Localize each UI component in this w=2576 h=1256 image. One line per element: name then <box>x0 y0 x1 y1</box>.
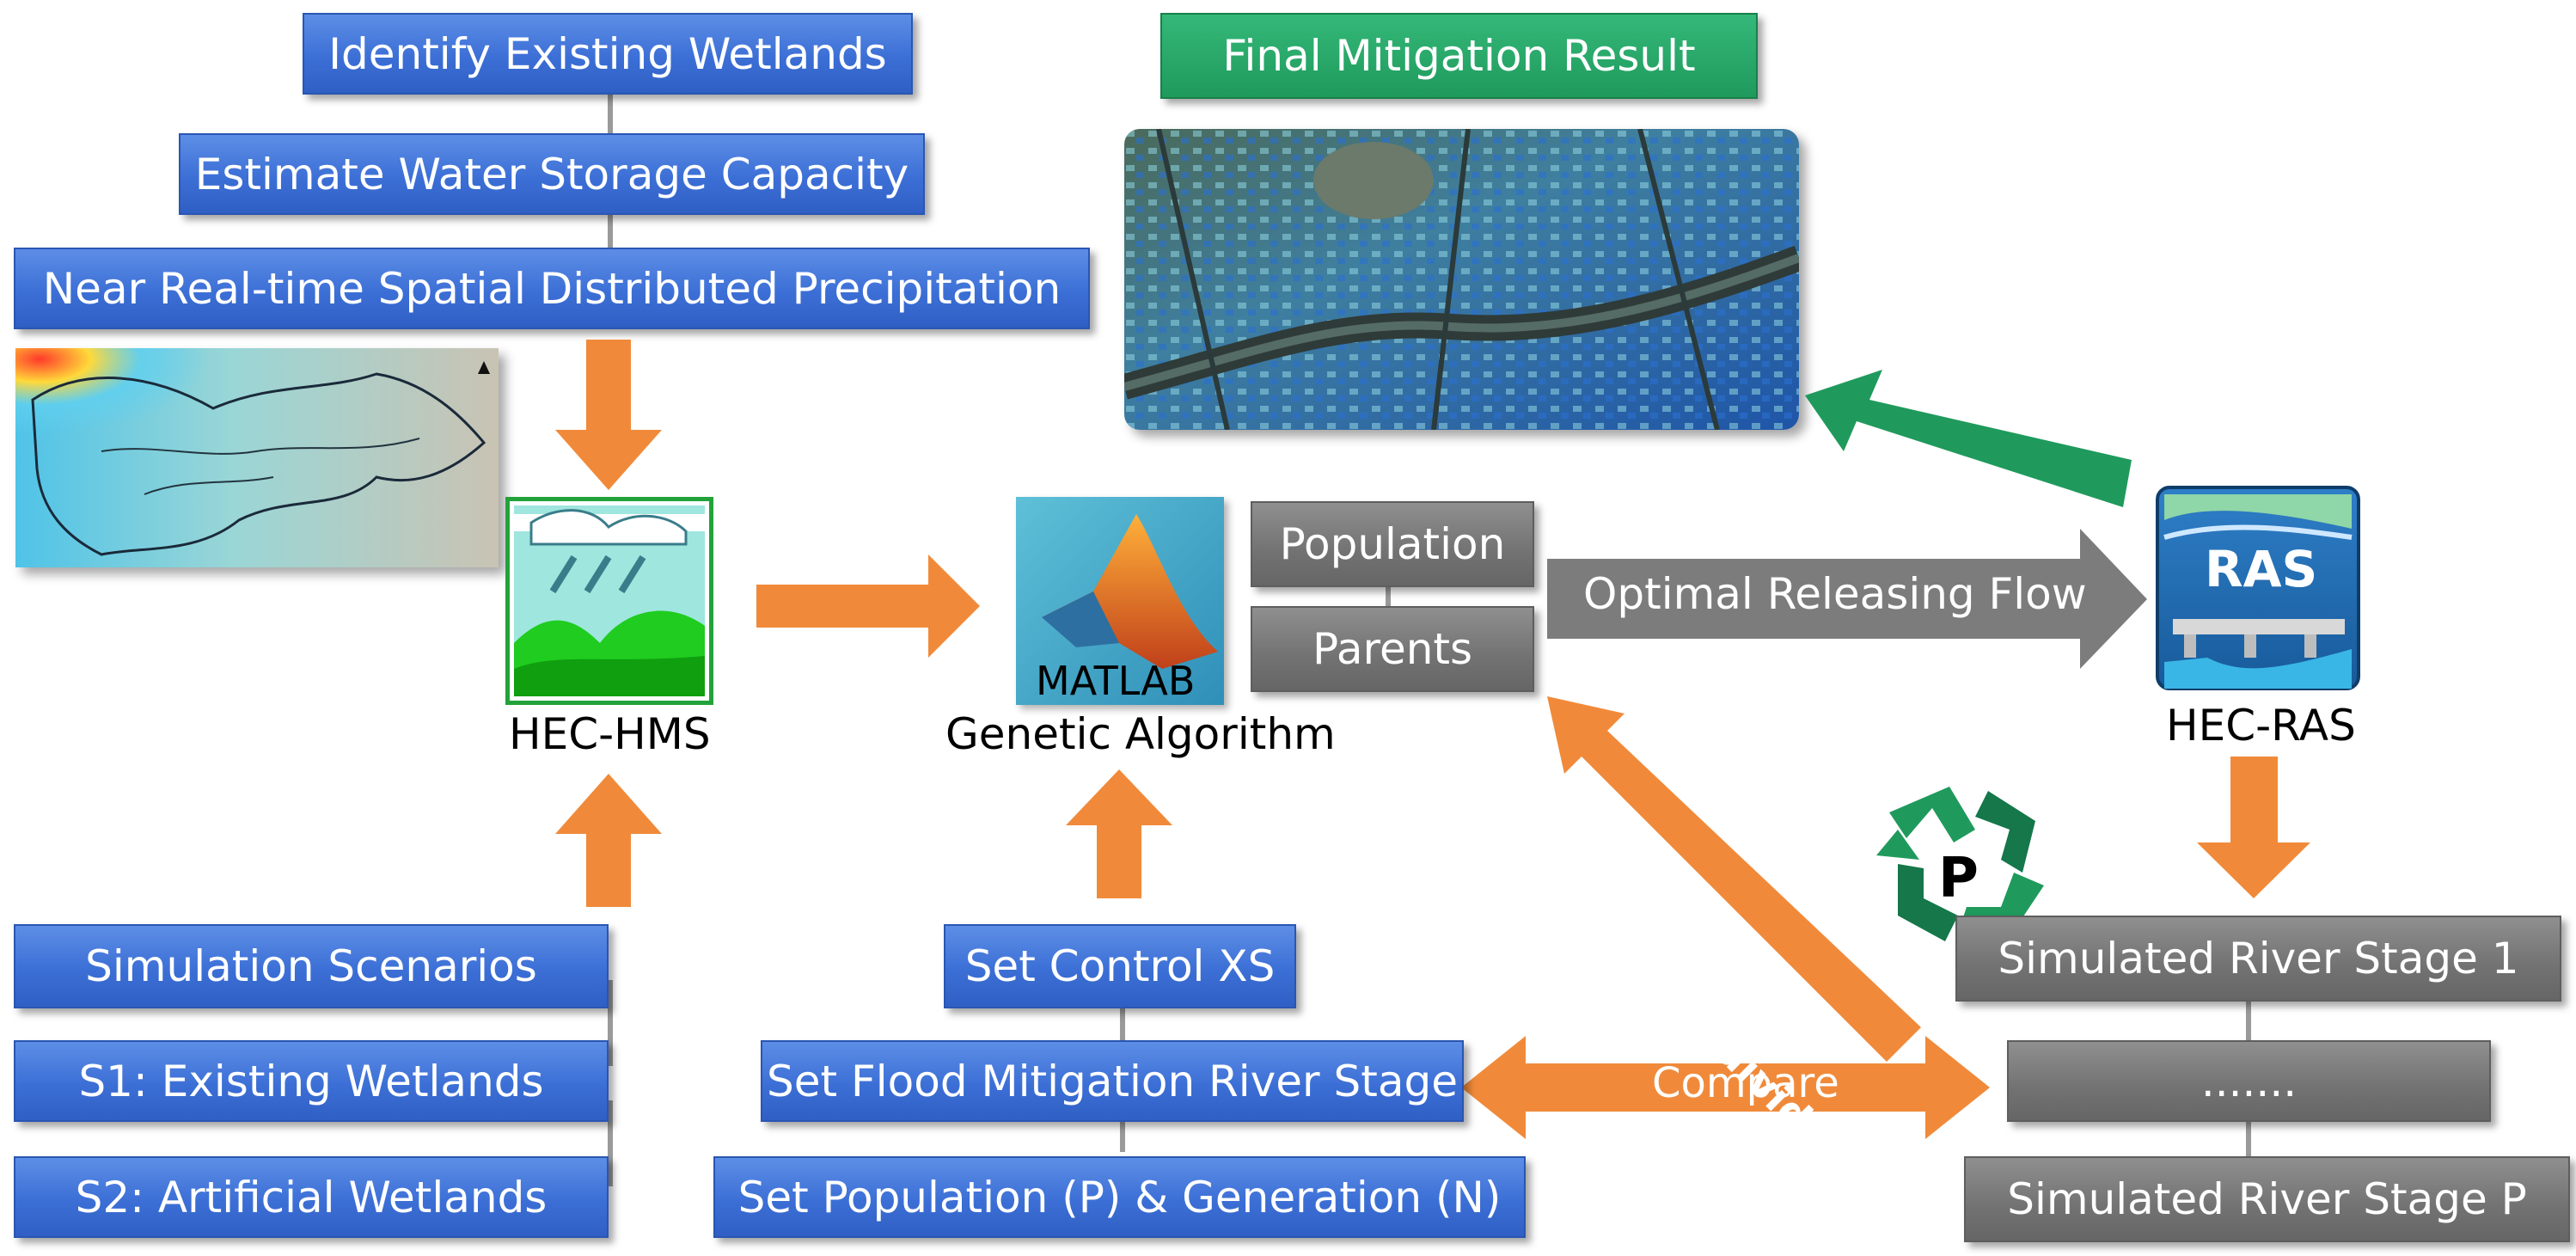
hec-ras-icon <box>2156 486 2360 690</box>
hec-hms-icon <box>505 496 714 706</box>
set-control-xs-box: Set Control XS <box>944 924 1296 1008</box>
set-flood-mitigation-stage-box: Set Flood Mitigation River Stage <box>761 1040 1464 1122</box>
identify-wetlands-box: Identify Existing Wetlands <box>303 13 913 95</box>
parents-box: Parents <box>1251 606 1534 692</box>
hec-ras-badge: RAS <box>2205 540 2318 598</box>
connector-line <box>608 95 613 136</box>
set-population-generation-box: Set Population (P) & Generation (N) <box>713 1156 1526 1238</box>
connector-line <box>608 980 613 1066</box>
hec-hms-label: HEC-HMS <box>509 709 711 759</box>
final-mitigation-image <box>1124 129 1799 430</box>
connector-line <box>1120 1118 1125 1152</box>
matlab-icon <box>1016 497 1224 705</box>
arrow-compare <box>1461 1036 1990 1139</box>
final-result-box: Final Mitigation Result <box>1160 13 1758 99</box>
connector-line <box>608 211 613 252</box>
connector-line <box>608 1100 613 1186</box>
arrow-up-to-hms <box>555 774 662 907</box>
optimal-flow-label: Optimal Releasing Flow <box>1583 569 2087 619</box>
connector-line <box>1386 585 1391 606</box>
connector-line <box>2246 1002 2251 1040</box>
arrow-ras-to-simulated <box>2197 757 2310 898</box>
connector-line <box>1120 1006 1125 1040</box>
population-box: Population <box>1251 501 1534 587</box>
s1-existing-wetlands-box: S1: Existing Wetlands <box>14 1040 609 1122</box>
simulated-stage-p-box: Simulated River Stage P <box>1964 1156 2570 1242</box>
hec-ras-label: HEC-RAS <box>2166 701 2356 751</box>
arrow-optimal-flow <box>1547 529 2147 669</box>
genetic-algorithm-label: Genetic Algorithm <box>945 709 1336 759</box>
compare-label: Compare <box>1652 1059 1839 1107</box>
precipitation-box: Near Real-time Spatial Distributed Preci… <box>14 248 1090 329</box>
simulation-scenarios-box: Simulation Scenarios <box>14 924 609 1008</box>
recycle-letter: P <box>1938 847 1979 910</box>
s2-artificial-wetlands-box: S2: Artificial Wetlands <box>14 1156 609 1238</box>
simulated-stage-dots-box: ....... <box>2007 1040 2491 1122</box>
precipitation-map-image <box>15 348 499 567</box>
arrow-down-to-hms <box>555 340 662 490</box>
arrow-up-to-matlab <box>1066 769 1172 898</box>
storage-capacity-box: Estimate Water Storage Capacity <box>179 133 925 215</box>
arrow-hms-to-matlab <box>756 554 980 658</box>
simulated-stage-1-box: Simulated River Stage 1 <box>1955 916 2561 1002</box>
connector-line <box>2246 1118 2251 1156</box>
arrow-best-individual <box>1547 696 1921 1062</box>
matlab-badge: MATLAB <box>1036 658 1196 704</box>
arrow-ras-to-final <box>1805 370 2132 507</box>
